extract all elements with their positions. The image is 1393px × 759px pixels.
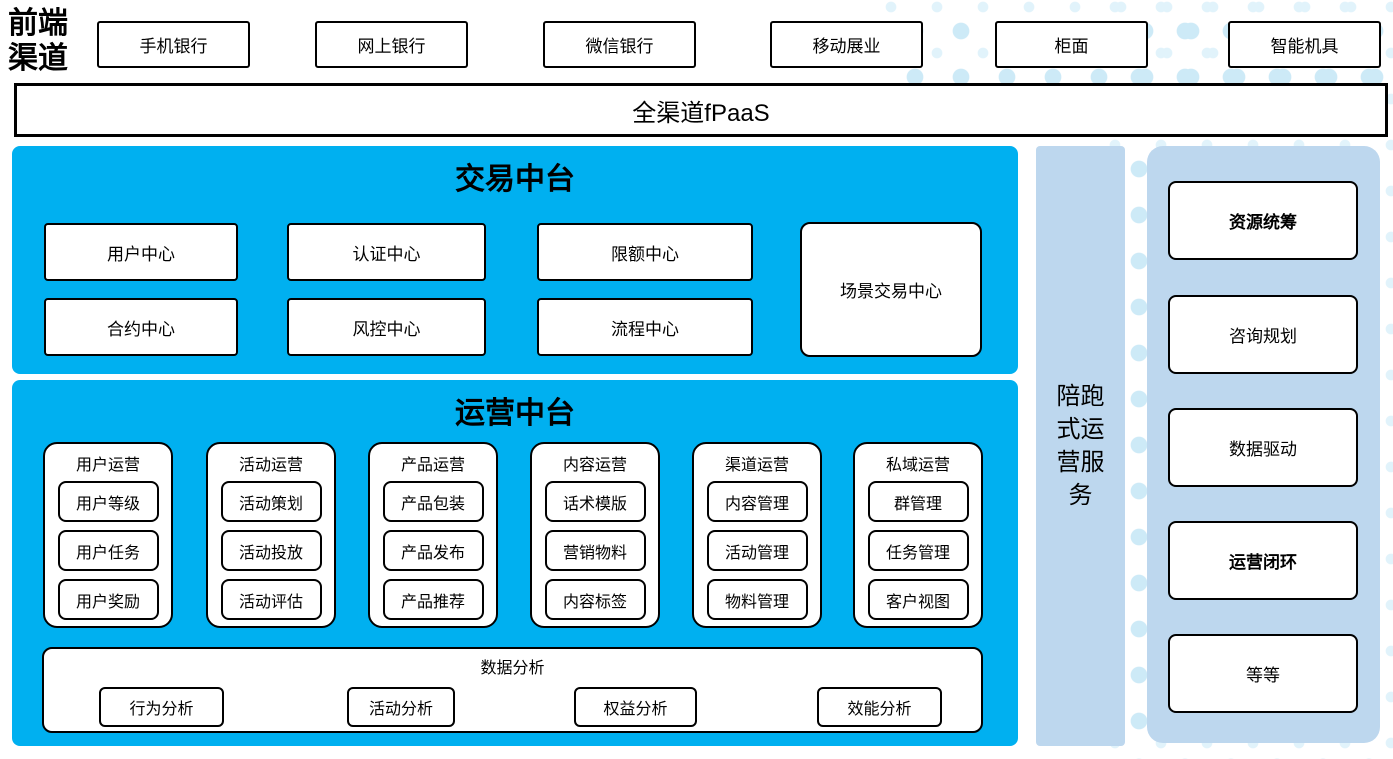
efficiency-analysis-box: 效能分析 — [817, 687, 942, 727]
operations-closed-loop-box: 运营闭环 — [1168, 521, 1358, 600]
accompanying-operations-service-label: 陪跑式运营服务 — [1056, 383, 1105, 509]
user-operations-column: 用户运营 用户等级 用户任务 用户奖励 — [43, 442, 173, 628]
auth-center-box: 认证中心 — [287, 223, 486, 281]
private-domain-operations-column: 私域运营 群管理 任务管理 客户视图 — [853, 442, 983, 628]
op-item: 营销物料 — [544, 530, 646, 571]
op-item: 任务管理 — [867, 530, 969, 571]
column-title: 内容运营 — [562, 457, 627, 474]
channel-wechat-banking: 微信银行 — [543, 21, 696, 68]
process-center-box: 流程中心 — [537, 298, 753, 356]
op-item: 活动评估 — [220, 579, 322, 620]
activity-operations-column: 活动运营 活动策划 活动投放 活动评估 — [206, 442, 336, 628]
op-item: 物料管理 — [706, 579, 808, 620]
data-analysis-title: 数据分析 — [480, 660, 545, 677]
op-item: 用户任务 — [57, 530, 159, 571]
product-operations-column: 产品运营 产品包装 产品发布 产品推荐 — [368, 442, 498, 628]
op-item: 客户视图 — [867, 579, 969, 620]
etc-box: 等等 — [1168, 634, 1358, 713]
column-title: 用户运营 — [75, 457, 140, 474]
op-item: 内容管理 — [706, 481, 808, 522]
channel-mobile-sales: 移动展业 — [770, 21, 923, 68]
scenario-transaction-center-box: 场景交易中心 — [800, 222, 982, 357]
op-item: 用户等级 — [57, 481, 159, 522]
column-title: 渠道运营 — [724, 457, 789, 474]
limit-center-box: 限额中心 — [537, 223, 753, 281]
op-item: 活动管理 — [706, 530, 808, 571]
column-title: 产品运营 — [400, 457, 465, 474]
service-items-panel: 资源统筹 咨询规划 数据驱动 运营闭环 等等 — [1147, 146, 1380, 743]
op-item: 产品包装 — [382, 481, 484, 522]
column-title: 活动运营 — [238, 457, 303, 474]
activity-analysis-box: 活动分析 — [347, 687, 455, 727]
channel-smart-devices: 智能机具 — [1228, 21, 1381, 68]
rights-analysis-box: 权益分析 — [574, 687, 697, 727]
channel-operations-column: 渠道运营 内容管理 活动管理 物料管理 — [692, 442, 822, 628]
op-item: 内容标签 — [544, 579, 646, 620]
transaction-platform-panel: 交易中台 用户中心 认证中心 限额中心 合约中心 风控中心 流程中心 场景交易中… — [12, 146, 1018, 374]
data-analysis-bar: 数据分析 行为分析 活动分析 权益分析 效能分析 — [42, 647, 983, 733]
op-item: 产品推荐 — [382, 579, 484, 620]
op-item: 产品发布 — [382, 530, 484, 571]
accompanying-operations-service-bar: 陪跑式运营服务 — [1036, 146, 1125, 746]
op-item: 活动投放 — [220, 530, 322, 571]
op-item: 用户奖励 — [57, 579, 159, 620]
op-item: 话术模版 — [544, 481, 646, 522]
behavior-analysis-box: 行为分析 — [99, 687, 224, 727]
fpaas-bar: 全渠道fPaaS — [14, 83, 1388, 137]
op-item: 群管理 — [867, 481, 969, 522]
operations-platform-title: 运营中台 — [455, 396, 575, 431]
operations-platform-panel: 运营中台 用户运营 用户等级 用户任务 用户奖励 活动运营 活动策划 活动投放 … — [12, 380, 1018, 746]
risk-center-box: 风控中心 — [287, 298, 486, 356]
op-item: 活动策划 — [220, 481, 322, 522]
channel-counter: 柜面 — [995, 21, 1148, 68]
transaction-platform-title: 交易中台 — [455, 162, 575, 197]
channel-mobile-banking: 手机银行 — [97, 21, 250, 68]
resource-coordination-box: 资源统筹 — [1168, 181, 1358, 260]
data-driven-box: 数据驱动 — [1168, 408, 1358, 487]
frontend-channels-label: 前端渠道 — [8, 6, 68, 76]
contract-center-box: 合约中心 — [44, 298, 238, 356]
content-operations-column: 内容运营 话术模版 营销物料 内容标签 — [530, 442, 660, 628]
consulting-planning-box: 咨询规划 — [1168, 295, 1358, 374]
column-title: 私域运营 — [885, 457, 950, 474]
user-center-box: 用户中心 — [44, 223, 238, 281]
channel-online-banking: 网上银行 — [315, 21, 468, 68]
